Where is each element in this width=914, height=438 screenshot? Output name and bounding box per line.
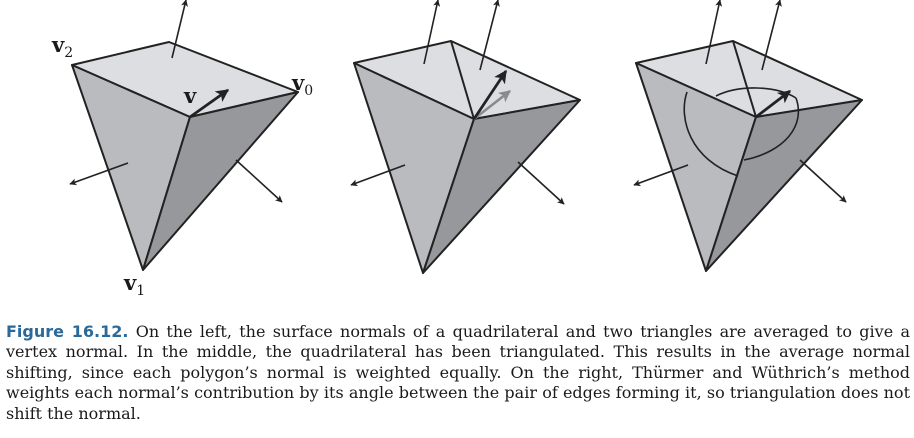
figure-illustration: v2 v v0 v1 [51, 0, 863, 299]
angle-arc-left-face [683, 91, 739, 177]
triangulation-diagonal [732, 40, 757, 118]
left-face-normal-arrow [69, 162, 129, 186]
right-face-normal-arrow [517, 161, 565, 205]
right-face [705, 99, 863, 272]
top-right-triangle-normal-arrow [479, 0, 500, 71]
right-face [142, 91, 299, 271]
left-face-normal-arrow [633, 164, 689, 187]
vertex-normal-arrow [755, 89, 792, 119]
vertex-label-v1: v1 [123, 270, 145, 299]
angle-arc-right-face [743, 97, 800, 161]
top-face-normal-arrow [171, 0, 188, 59]
panel-right-pyramid [633, 0, 863, 272]
panel-left-pyramid: v2 v v0 v1 [51, 0, 313, 299]
top-left-triangle-normal-arrow [705, 0, 723, 65]
caption-text: On the left, the surface normals of a qu… [6, 322, 910, 423]
figure-caption: Figure 16.12. On the left, the surface n… [6, 322, 910, 424]
vertex-label-v: v [183, 83, 197, 108]
vertex-label-v2: v2 [51, 32, 73, 61]
vertex-normal-arrow [189, 88, 230, 119]
right-face [422, 99, 581, 274]
figure-number-label: Figure 16.12. [6, 322, 129, 341]
triangulation-diagonal [450, 40, 475, 120]
vertex-label-v0: v0 [291, 70, 313, 99]
left-face-normal-arrow [350, 164, 406, 187]
top-right-triangle-normal-arrow [761, 0, 782, 71]
right-face-normal-arrow [235, 159, 283, 203]
panel-middle-pyramid [350, 0, 581, 274]
top-left-triangle-normal-arrow [423, 0, 441, 65]
original-vertex-normal-arrow [473, 89, 511, 121]
right-face-normal-arrow [799, 159, 847, 203]
shifted-vertex-normal-arrow [472, 69, 508, 120]
